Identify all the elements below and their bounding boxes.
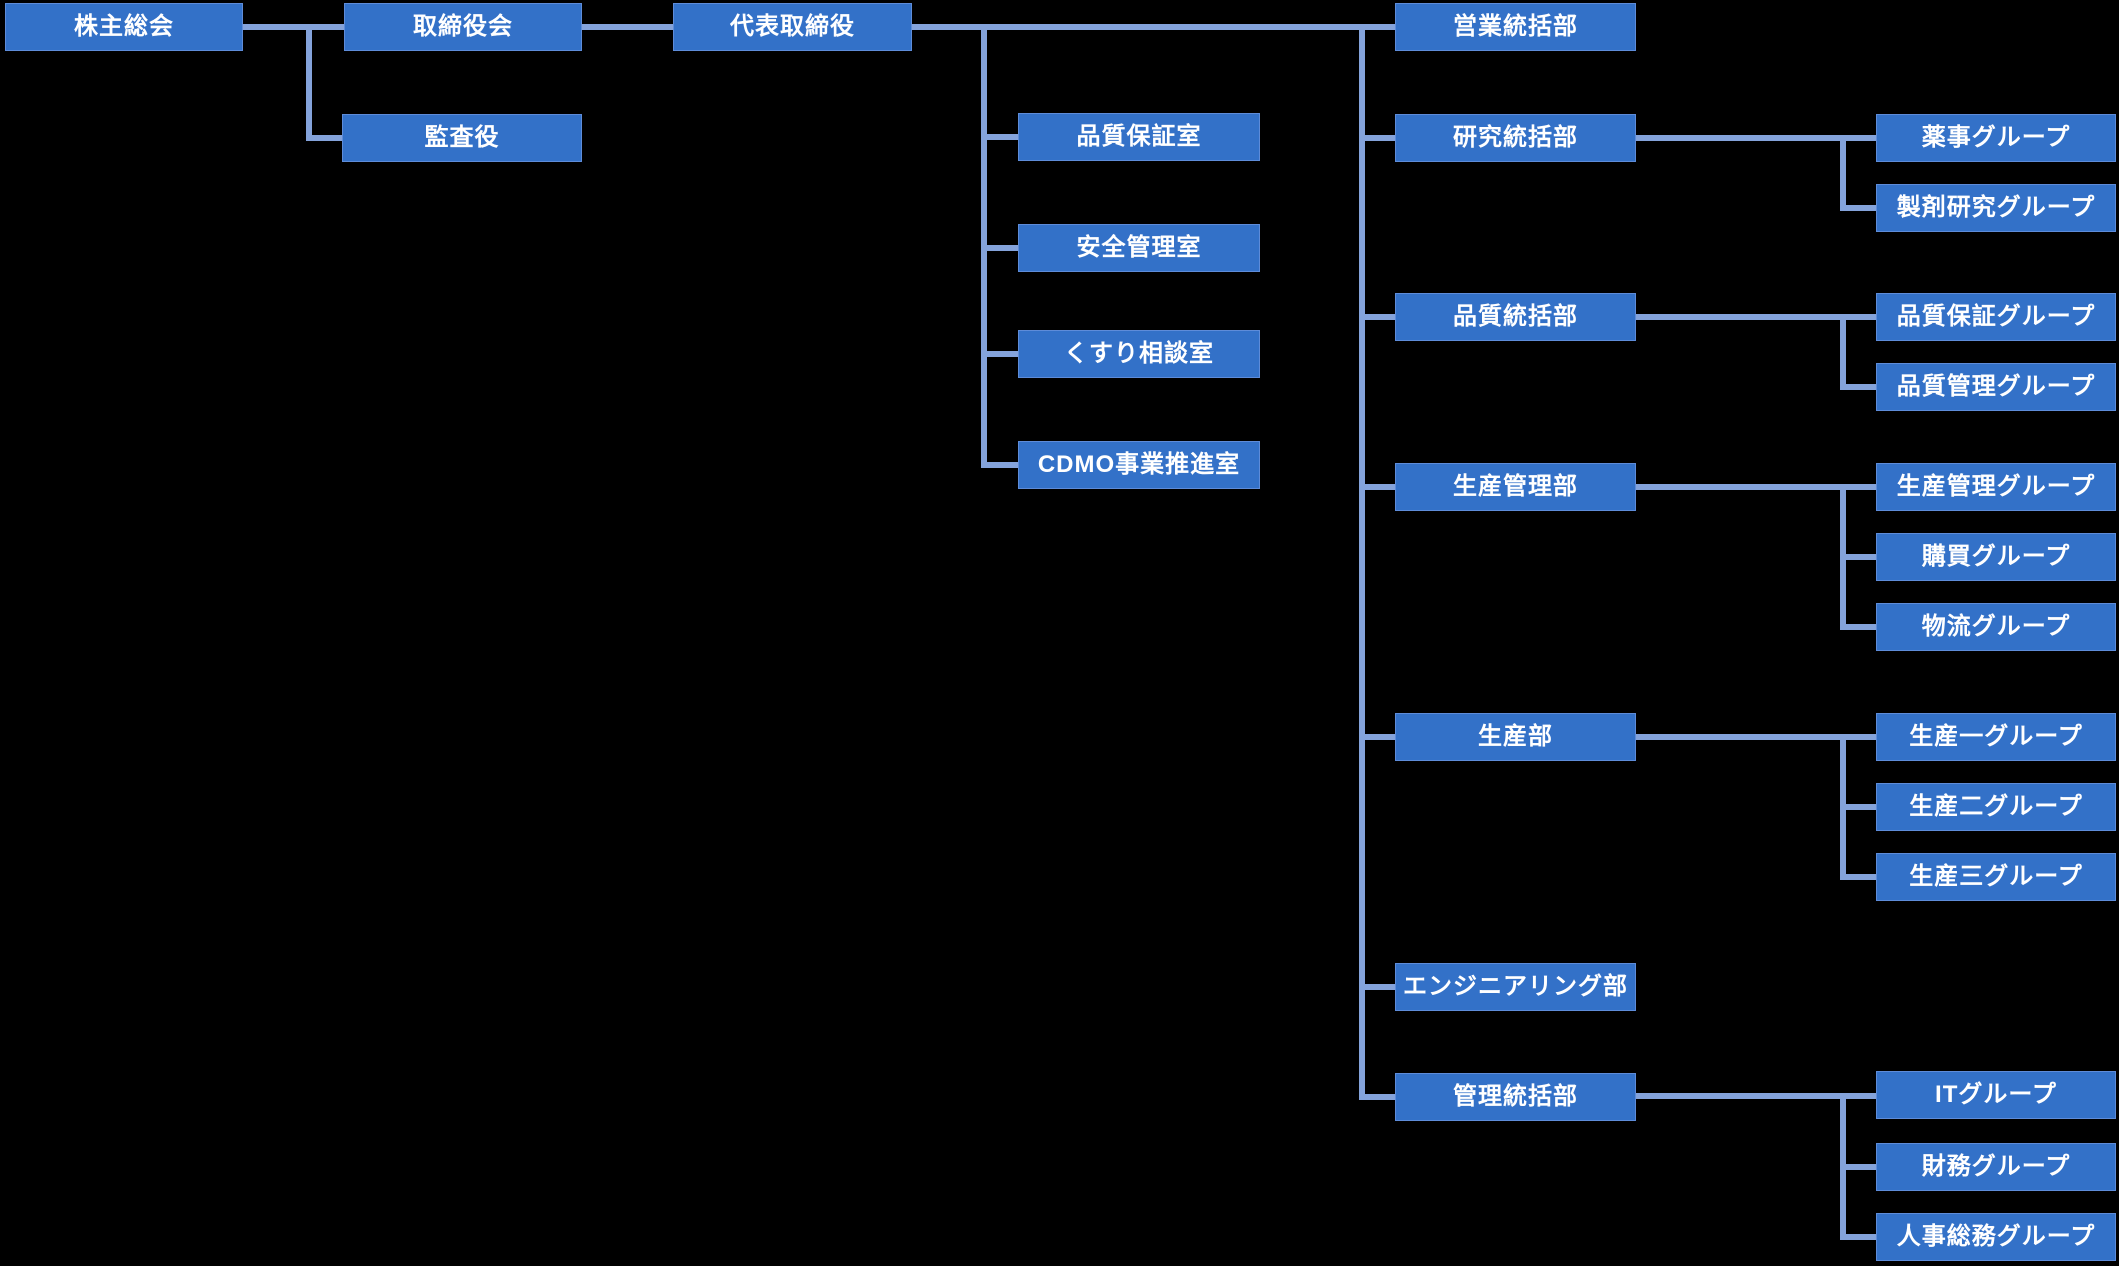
node-quality-assurance-group: 品質保証グループ [1876,293,2116,341]
connector-admin-groups-trunk [1840,1096,1876,1240]
node-pharma-affairs-group: 薬事グループ [1876,114,2116,162]
node-cdmo-business-office: CDMO事業推進室 [1018,441,1260,489]
node-quality-general-dept: 品質統括部 [1395,293,1636,341]
node-engineering-dept: エンジニアリング部 [1395,963,1636,1011]
node-research-general-dept: 研究統括部 [1395,114,1636,162]
node-medicine-consultation-office: くすり相談室 [1018,330,1260,378]
connector-prod-mgmt-groups-trunk [1840,487,1876,630]
node-hr-general-affairs-group: 人事総務グループ [1876,1213,2116,1261]
node-purchasing-group: 購買グループ [1876,533,2116,581]
node-production-2-group: 生産二グループ [1876,783,2116,831]
node-safety-management-office: 安全管理室 [1018,224,1260,272]
node-admin-general-dept: 管理統括部 [1395,1073,1636,1121]
node-formulation-research-group: 製剤研究グループ [1876,184,2116,232]
connector-research-groups-trunk [1840,138,1876,211]
connector-departments-trunk [1359,27,1395,1100]
node-production-mgmt-group: 生産管理グループ [1876,463,2116,511]
node-auditor: 監査役 [342,114,582,162]
connector-quality-groups-trunk [1840,317,1876,390]
node-representative-director: 代表取締役 [673,3,912,51]
connector-branch-to-auditor [306,27,342,141]
connector-production-groups-trunk [1840,737,1876,880]
node-production-mgmt-dept: 生産管理部 [1395,463,1636,511]
node-finance-group: 財務グループ [1876,1143,2116,1191]
node-quality-assurance-office: 品質保証室 [1018,113,1260,161]
node-sales-general-dept: 営業統括部 [1395,3,1636,51]
node-production-3-group: 生産三グループ [1876,853,2116,901]
node-shareholders-meeting: 株主総会 [5,3,243,51]
node-board-of-directors: 取締役会 [344,3,582,51]
connector-offices-trunk [981,27,1018,468]
node-production-dept: 生産部 [1395,713,1636,761]
node-it-group: ITグループ [1876,1071,2116,1119]
node-quality-control-group: 品質管理グループ [1876,363,2116,411]
node-logistics-group: 物流グループ [1876,603,2116,651]
node-production-1-group: 生産一グループ [1876,713,2116,761]
